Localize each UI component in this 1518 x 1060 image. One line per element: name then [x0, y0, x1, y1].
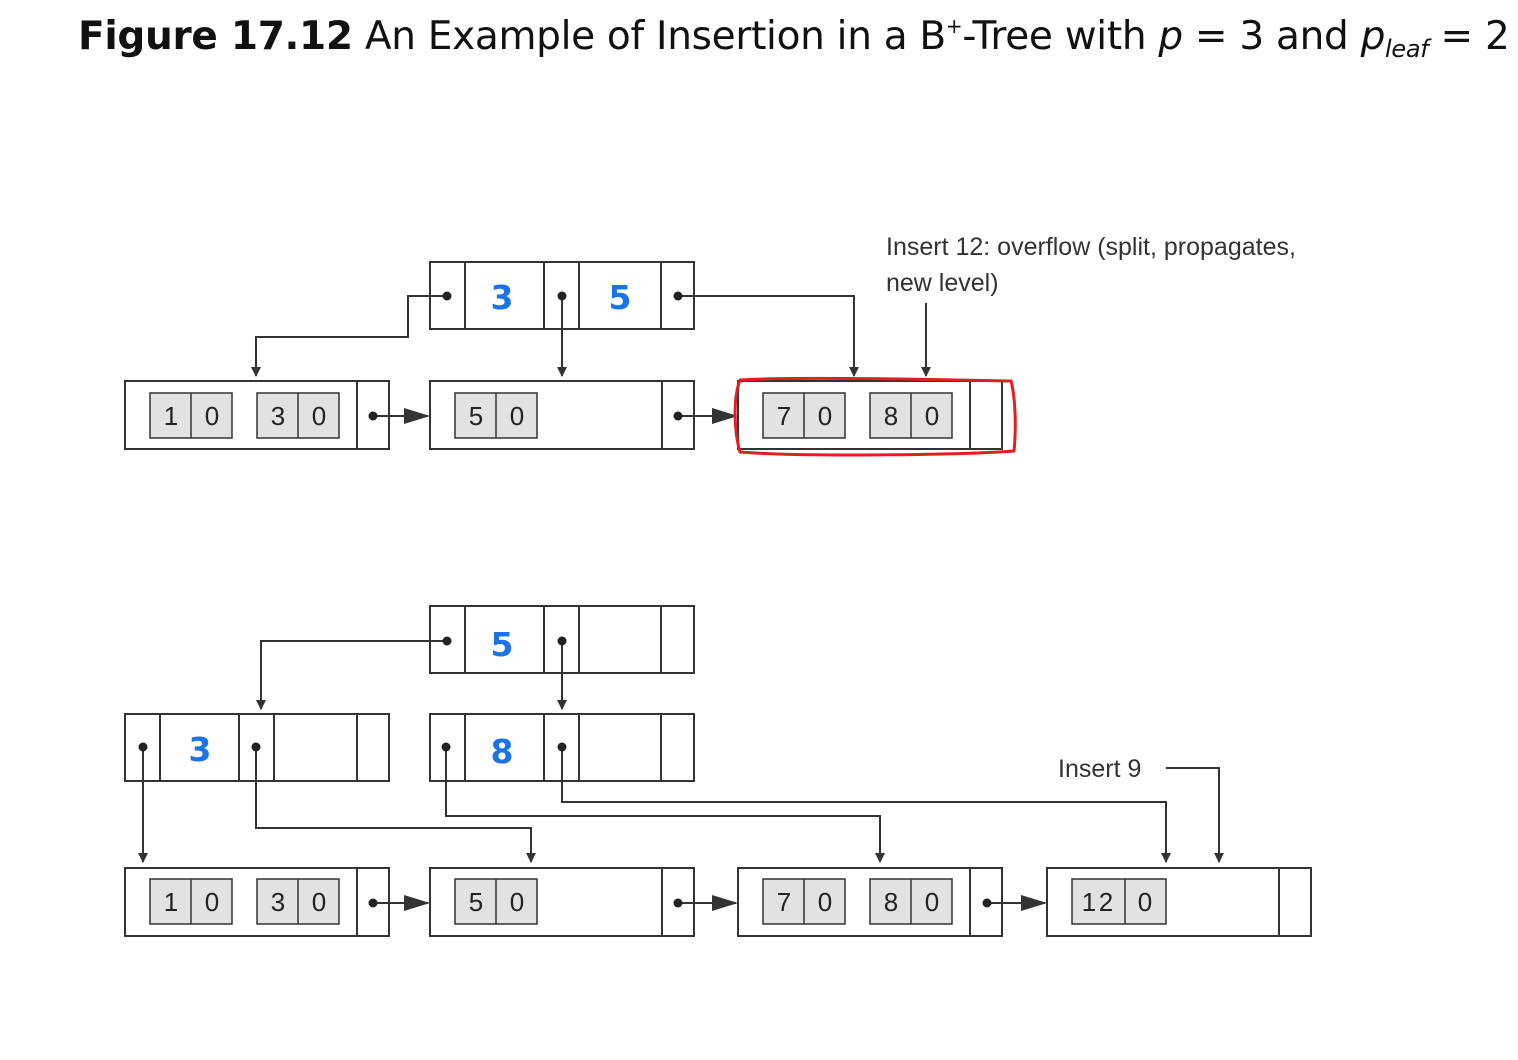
leaf-digit: 1	[1082, 887, 1096, 917]
pointer-dot	[557, 742, 567, 752]
title-plus: +	[945, 14, 963, 38]
pointer-dot	[368, 898, 378, 908]
step2-root-key: 5	[491, 625, 514, 664]
leaf-digit: 8	[884, 887, 898, 917]
leaf-digit: 0	[205, 887, 219, 917]
leaf-digit: 8	[884, 401, 898, 431]
leaf-digit: 0	[925, 887, 939, 917]
step2-leaf-2: 5 0	[429, 867, 695, 937]
leaf-digit: 5	[469, 887, 483, 917]
leaf-digit: 3	[271, 401, 285, 431]
leaf-digit: 1	[164, 887, 178, 917]
pointer-dot	[138, 742, 148, 752]
step1-annotation-line1: Insert 12: overflow (split, propagates,	[886, 233, 1296, 261]
step2-annotation: Insert 9	[1058, 755, 1141, 783]
pointer-dot	[251, 742, 261, 752]
figure-label: Figure 17.12	[78, 14, 353, 59]
step2-tree: 5 3 8	[124, 605, 1312, 937]
title-pleaf-eq: = 2	[1428, 14, 1510, 59]
step2-internal-pointers	[138, 747, 1171, 863]
pointer-dot	[441, 742, 451, 752]
pointer-dot	[442, 291, 452, 301]
leaf-digit: 7	[777, 401, 791, 431]
leaf-digit: 0	[818, 401, 832, 431]
leaf-digit: 2	[1099, 887, 1113, 917]
leaf-digit: 0	[312, 401, 326, 431]
pointer-dot	[673, 291, 683, 301]
step1-leaf-2: 5 0	[429, 380, 695, 450]
figure-title: Figure 17.12 An Example of Insertion in …	[78, 14, 1510, 63]
overflow-highlight	[733, 376, 1017, 457]
step2-leaf-1: 1 0 3 0	[124, 867, 390, 937]
step2-internal-right-key: 8	[491, 732, 514, 771]
step1-annotation-line2: new level)	[886, 269, 999, 297]
leaf-digit: 0	[205, 401, 219, 431]
step1-root-key-1: 3	[491, 278, 514, 317]
leaf-digit: 0	[312, 887, 326, 917]
title-p: p	[1158, 14, 1183, 59]
step2-root-pointers	[256, 640, 567, 710]
pointer-dot	[442, 636, 452, 646]
title-text: An Example of Insertion in a B	[364, 14, 946, 59]
title-p-eq: = 3 and	[1182, 14, 1361, 59]
leaf-digit: 0	[818, 887, 832, 917]
leaf-digit: 0	[510, 887, 524, 917]
pointer-dot	[673, 411, 683, 421]
leaf-digit: 0	[510, 401, 524, 431]
step2-annotation-arrow	[1166, 767, 1224, 863]
leaf-digit: 7	[777, 887, 791, 917]
step2-internal-left-key: 3	[189, 730, 212, 769]
pointer-dot	[673, 898, 683, 908]
step2-leaf-4: 1 2 0	[1046, 867, 1312, 937]
pointer-dot	[557, 291, 567, 301]
step2-leaf-3: 7 0 8 0	[737, 867, 1003, 937]
leaf-digit: 1	[164, 401, 178, 431]
pointer-dot	[982, 898, 992, 908]
leaf-digit: 3	[271, 887, 285, 917]
leaf-digit: 0	[925, 401, 939, 431]
title-pleaf: p	[1360, 14, 1386, 59]
pointer-dot	[368, 411, 378, 421]
pointer-dot	[557, 636, 567, 646]
step1-root-pointers	[251, 295, 859, 377]
leaf-digit: 0	[1138, 887, 1152, 917]
leaf-digit: 5	[469, 401, 483, 431]
title-mid: -Tree with	[962, 14, 1159, 59]
step1-root-key-2: 5	[609, 278, 632, 317]
step1-leaf-1: 1 0 3 0	[124, 380, 390, 450]
title-pleaf-sub: leaf	[1385, 35, 1429, 63]
step1-leaf-3: 7 0 8 0	[737, 380, 1003, 450]
step1-tree: 3 5 1 0 3 0	[124, 233, 1296, 457]
